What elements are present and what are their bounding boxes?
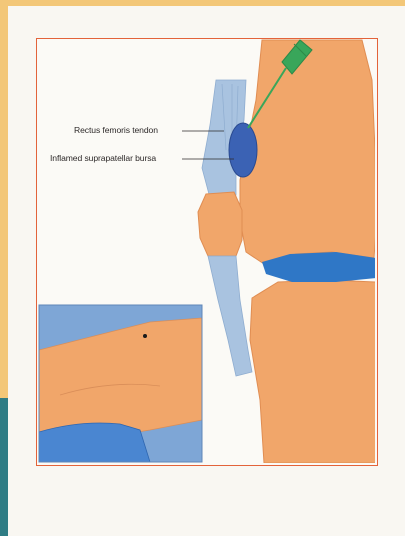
inset-closeup: [39, 305, 202, 462]
femur-bone: [240, 40, 376, 264]
inflamed-bursa: [229, 123, 257, 177]
tibia-bone: [250, 280, 376, 463]
injection-site-dot-icon: [143, 334, 147, 338]
patella: [198, 192, 242, 256]
patellar-ligament: [208, 256, 252, 376]
label-rectus-femoris-tendon: Rectus femoris tendon: [74, 125, 158, 135]
label-inflamed-suprapatellar-bursa: Inflamed suprapatellar bursa: [50, 153, 156, 163]
